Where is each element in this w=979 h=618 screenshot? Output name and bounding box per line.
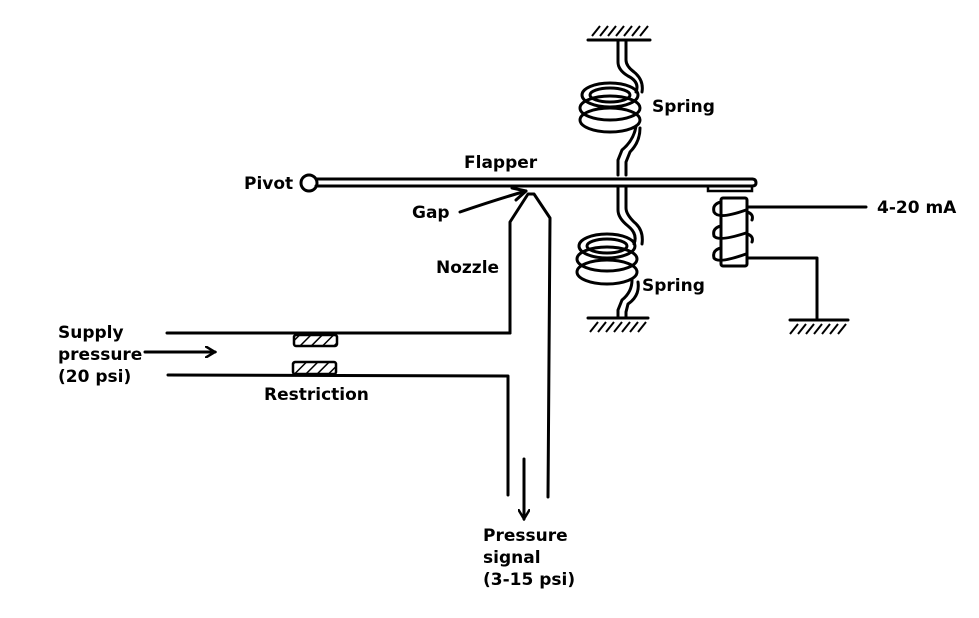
current-input-label: 4-20 mA xyxy=(877,198,957,218)
supply-pipe xyxy=(165,331,512,497)
output-label-line3: (3-15 psi) xyxy=(483,570,575,590)
supply-label-line2: pressure xyxy=(58,345,142,365)
nozzle-label: Nozzle xyxy=(436,258,499,278)
pivot-label: Pivot xyxy=(244,174,293,194)
spring-ground-hatch xyxy=(586,316,650,333)
output-label-line1: Pressure xyxy=(483,526,568,546)
coil-ground-hatch xyxy=(788,318,850,335)
output-label-line2: signal xyxy=(483,548,541,568)
lower-spring xyxy=(575,184,644,320)
upper-spring xyxy=(578,38,644,177)
gap-arrow xyxy=(458,186,528,214)
ground-wire xyxy=(745,256,819,320)
flapper-label: Flapper xyxy=(464,153,538,173)
upper-spring-label: Spring xyxy=(652,97,715,117)
nozzle xyxy=(508,192,552,499)
supply-label-line3: (20 psi) xyxy=(58,367,131,387)
pivot-icon xyxy=(299,173,319,193)
restriction xyxy=(291,333,339,376)
restriction-label: Restriction xyxy=(264,385,369,405)
coil-icon xyxy=(712,196,754,268)
lower-spring-label: Spring xyxy=(642,276,705,296)
supply-label-line1: Supply xyxy=(58,323,124,343)
gap-label: Gap xyxy=(412,203,450,223)
flapper-bar xyxy=(314,177,758,193)
top-ground-hatch xyxy=(586,25,652,42)
